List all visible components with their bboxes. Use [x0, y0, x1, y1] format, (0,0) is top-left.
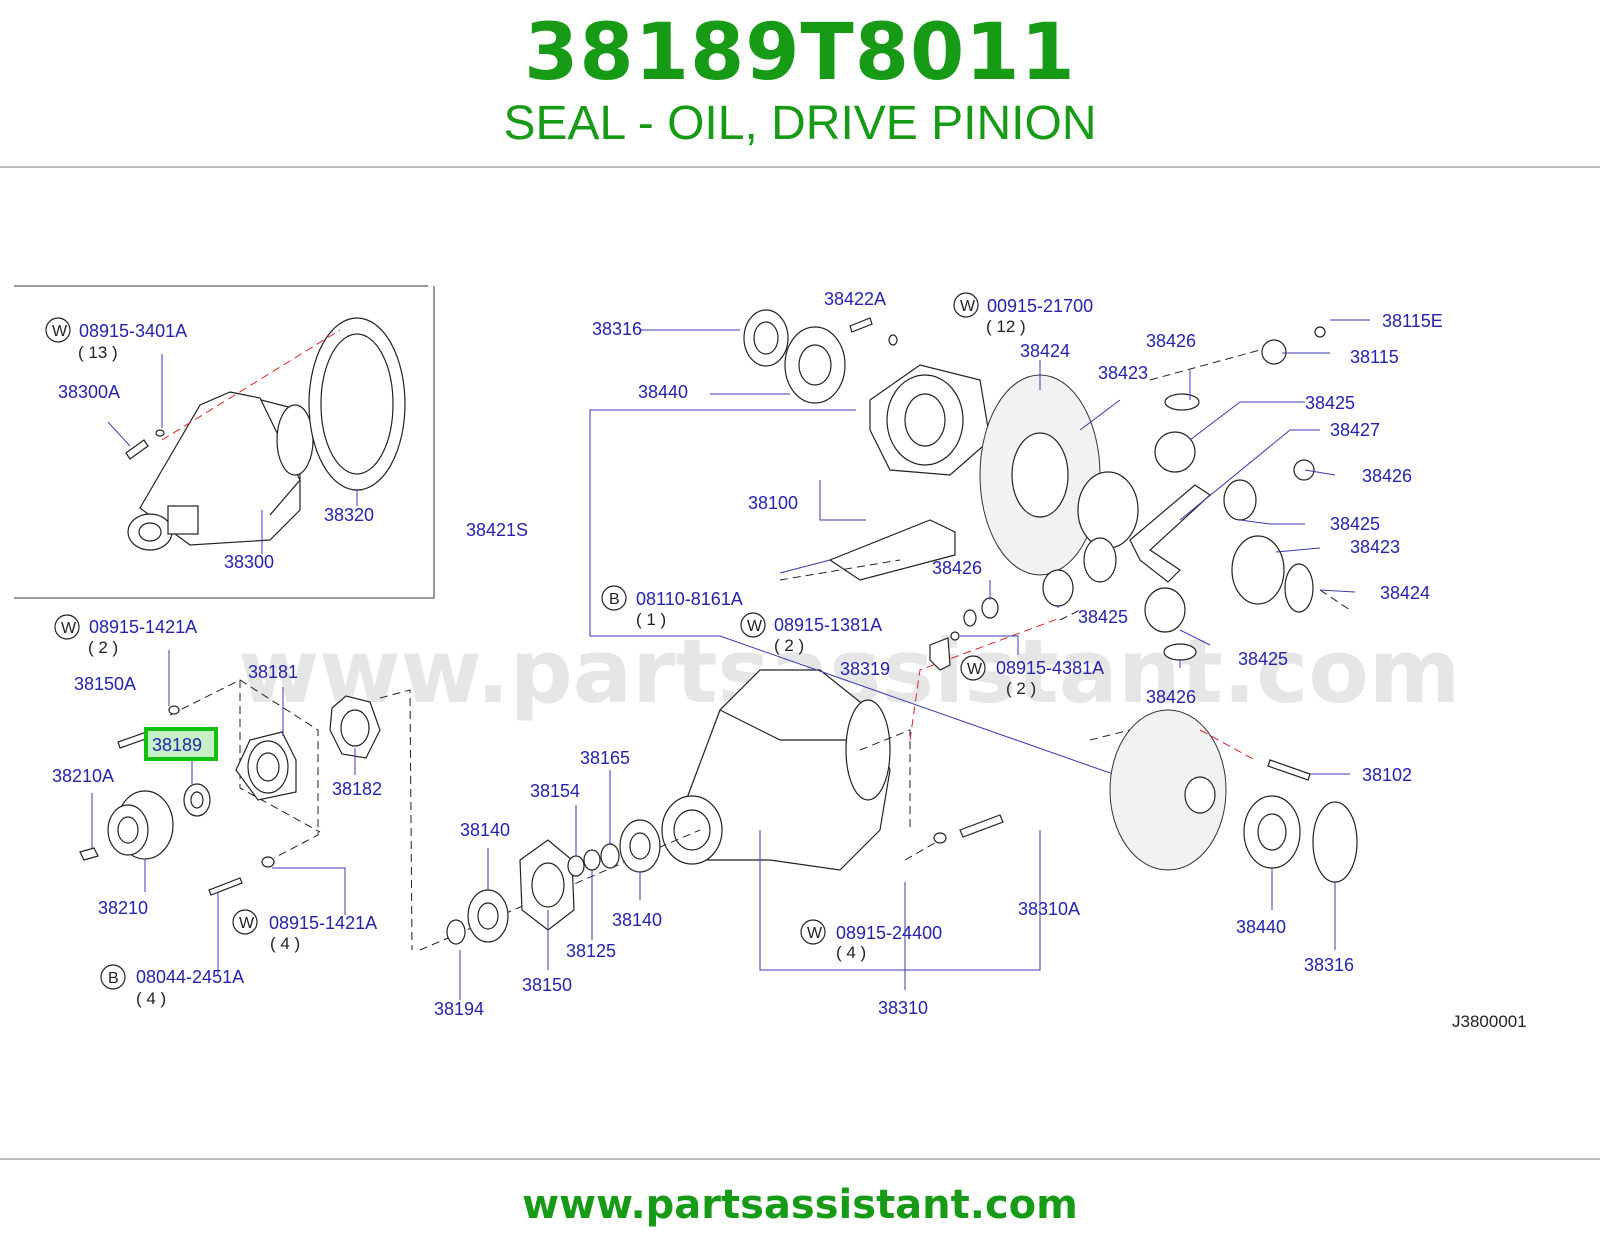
label-38425-c: 38425 — [1078, 607, 1128, 627]
svg-text:( 4 ): ( 4 ) — [136, 989, 166, 1008]
label-08110-8161A: 08110-8161A — [636, 589, 743, 609]
svg-text:W: W — [747, 618, 763, 635]
label-38310: 38310 — [878, 998, 928, 1018]
callout-08915-1381A: W 08915-1381A ( 2 ) — [740, 612, 882, 655]
label-38316-top: 38316 — [592, 319, 642, 339]
label-38423-b: 38423 — [1350, 537, 1400, 557]
part-description: SEAL - OIL, DRIVE PINION — [503, 97, 1097, 150]
drawing-code: J3800001 — [1452, 1012, 1527, 1031]
label-38210A: 38210A — [52, 766, 114, 786]
label-38310A: 38310A — [1018, 899, 1080, 919]
label-38154: 38154 — [530, 781, 580, 801]
svg-text:W: W — [807, 925, 823, 942]
label-38440-top: 38440 — [638, 382, 688, 402]
label-38424-top: 38424 — [1020, 341, 1070, 361]
svg-text:W: W — [967, 661, 983, 678]
label-38189: 38189 — [152, 735, 202, 755]
label-38210: 38210 — [98, 898, 148, 918]
label-38150: 38150 — [522, 975, 572, 995]
svg-text:( 4 ): ( 4 ) — [836, 943, 866, 962]
pinion-group-drawing — [79, 650, 413, 976]
svg-text:( 2 ): ( 2 ) — [88, 638, 118, 657]
callout-08915-1421A-a: W 08915-1421A ( 2 ) — [54, 614, 197, 657]
svg-text:( 4 ): ( 4 ) — [270, 934, 300, 953]
label-38182: 38182 — [332, 779, 382, 799]
label-38300: 38300 — [224, 552, 274, 572]
label-38422A: 38422A — [824, 289, 886, 309]
label-38316-b: 38316 — [1304, 955, 1354, 975]
svg-text:B: B — [108, 970, 119, 987]
page-header: 38189T8011 SEAL - OIL, DRIVE PINION — [0, 0, 1600, 168]
header-divider — [0, 166, 1600, 168]
label-08915-1421A-top: 08915-1421A — [89, 617, 197, 637]
label-38115E: 38115E — [1382, 311, 1443, 331]
svg-text:( 1 ): ( 1 ) — [636, 610, 666, 629]
side-cover-drawing — [929, 580, 1358, 950]
inset-frame — [14, 285, 435, 599]
label-08044-2451A: 08044-2451A — [136, 967, 244, 987]
label-38194: 38194 — [434, 999, 484, 1019]
label-38440-b: 38440 — [1236, 917, 1286, 937]
label-38320: 38320 — [324, 505, 374, 525]
label-38425-a: 38425 — [1305, 393, 1355, 413]
label-38100: 38100 — [748, 493, 798, 513]
callout-08110-8161A: B 08110-8161A ( 1 ) — [601, 585, 743, 629]
label-38115: 38115 — [1350, 347, 1399, 367]
footer-divider — [0, 1158, 1600, 1160]
callout-00915-21700: W 00915-21700 ( 12 ) — [953, 292, 1093, 336]
callout-08915-1421A-b: W 08915-1421A ( 4 ) — [232, 909, 377, 953]
label-38421S: 38421S — [466, 520, 528, 540]
svg-text:( 12 ): ( 12 ) — [986, 317, 1026, 336]
svg-text:W: W — [239, 915, 255, 932]
label-08915-1421A-bottom: 08915-1421A — [269, 913, 377, 933]
label-38426-d: 38426 — [1146, 687, 1196, 707]
label-38125: 38125 — [566, 941, 616, 961]
label-38425-d: 38425 — [1238, 649, 1288, 669]
label-38150A: 38150A — [74, 674, 136, 694]
label-00915-21700: 00915-21700 — [987, 296, 1093, 316]
label-38181: 38181 — [248, 662, 298, 682]
label-38424-b: 38424 — [1380, 583, 1430, 603]
label-08915-3401A: 08915-3401A — [79, 321, 187, 341]
differential-drawing — [589, 309, 1370, 781]
main-carrier-drawing — [419, 617, 1061, 990]
svg-text:W: W — [52, 323, 68, 340]
label-38426-b: 38426 — [1362, 466, 1412, 486]
label-38426-c: 38426 — [932, 558, 982, 578]
svg-text:( 2 ): ( 2 ) — [1006, 679, 1036, 698]
label-38423-top: 38423 — [1098, 363, 1148, 383]
label-38425-b: 38425 — [1330, 514, 1380, 534]
label-08915-1381A: 08915-1381A — [774, 615, 882, 635]
part-number-title: 38189T8011 — [524, 8, 1076, 98]
label-38319: 38319 — [840, 659, 890, 679]
pinion-shaft-parts-drawing — [446, 770, 661, 1000]
callout-08915-3401A: W 08915-3401A ( 13 ) — [45, 317, 187, 362]
label-38140-a: 38140 — [460, 820, 510, 840]
label-38427: 38427 — [1330, 420, 1380, 440]
svg-text:( 2 ): ( 2 ) — [774, 636, 804, 655]
callout-08915-4381A: W 08915-4381A ( 2 ) — [960, 655, 1104, 698]
svg-text:W: W — [960, 298, 976, 315]
label-38102: 38102 — [1362, 765, 1412, 785]
highlight-38189[interactable]: 38189 — [144, 727, 218, 761]
svg-text:( 13 ): ( 13 ) — [78, 343, 118, 362]
label-38165: 38165 — [580, 748, 630, 768]
callout-08915-24400: W 08915-24400 ( 4 ) — [800, 919, 942, 962]
svg-text:B: B — [609, 591, 620, 608]
carrier-housing-drawing — [127, 317, 406, 554]
label-08915-24400: 08915-24400 — [836, 923, 942, 943]
label-38140-b: 38140 — [612, 910, 662, 930]
svg-text:W: W — [61, 620, 77, 637]
label-08915-4381A: 08915-4381A — [996, 658, 1104, 678]
label-38426-top: 38426 — [1146, 331, 1196, 351]
footer-url[interactable]: www.partsassistant.com — [522, 1182, 1078, 1228]
bolt-38300a-drawing — [107, 354, 165, 460]
callout-08044-2451A: B 08044-2451A ( 4 ) — [100, 964, 244, 1008]
label-38300A: 38300A — [58, 382, 120, 402]
parts-diagram: www.partsassistant.com W 08915-3401A ( 1… — [14, 285, 1527, 1031]
